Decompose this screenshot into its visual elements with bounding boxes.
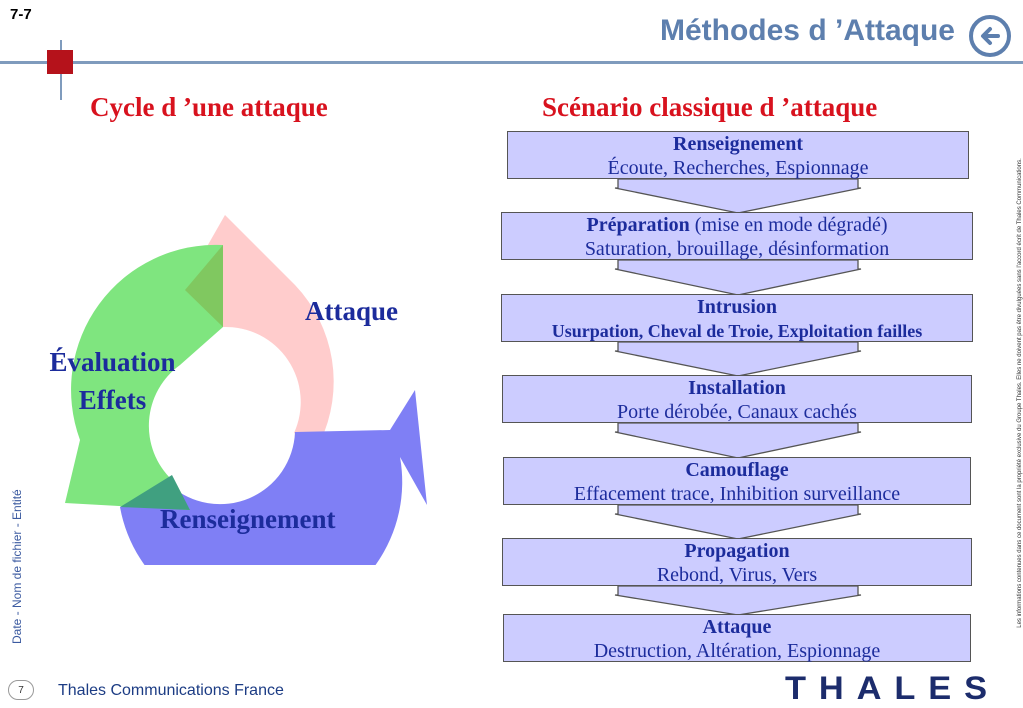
scenario-step-title-line: Renseignement xyxy=(508,133,968,157)
scenario-down-arrow xyxy=(614,422,862,459)
scenario-down-arrow xyxy=(614,259,862,296)
header-red-square xyxy=(47,50,73,74)
scenario-step-description: Usurpation, Cheval de Troie, Exploitatio… xyxy=(551,321,923,341)
header-rule xyxy=(0,61,1023,64)
scenario-step-title-line: Propagation xyxy=(503,540,971,564)
scenario-step-description: Rebond, Virus, Vers xyxy=(656,564,818,586)
scenario-step-description: Effacement trace, Inhibition surveillanc… xyxy=(573,483,901,505)
thales-logo: THALES xyxy=(785,672,1000,704)
scenario-step-title: Intrusion xyxy=(696,296,778,318)
side-legal-text: Les informations contenues dans ce docum… xyxy=(1017,158,1023,628)
cycle-arrow-evaluation xyxy=(65,244,223,510)
cycle-arrow-renseignement xyxy=(120,390,427,565)
scenario-step-description: Écoute, Recherches, Espionnage xyxy=(607,157,869,179)
page-number-badge: 7 xyxy=(8,680,34,700)
scenario-step: Préparation (mise en mode dégradé)Satura… xyxy=(501,212,973,260)
scenario-arrows xyxy=(614,178,862,616)
attack-cycle-diagram xyxy=(65,215,427,565)
cycle-heading: Cycle d ’une attaque xyxy=(90,92,328,122)
cycle-label-evaluation: Évaluation Effets xyxy=(30,343,195,419)
scenario-step-title: Préparation xyxy=(586,214,690,236)
scenario-step-title: Camouflage xyxy=(685,459,789,481)
side-date-text: Date - Nom de fichier - Entité xyxy=(10,489,24,644)
scenario-step-title-line: Préparation (mise en mode dégradé) xyxy=(502,214,972,238)
logo-text: THALES xyxy=(785,672,1000,704)
page-title: Méthodes d ’Attaque xyxy=(659,14,955,47)
slide-number: 7-7 xyxy=(10,6,32,23)
scenario-step-title-line: Attaque xyxy=(504,616,970,640)
scenario-step-title-line: Intrusion xyxy=(502,296,972,320)
scenario-step-title-suffix: (mise en mode dégradé) xyxy=(689,214,888,236)
cycle-label-evaluation-line1: Évaluation xyxy=(49,347,176,377)
scenario-step-description: Destruction, Altération, Espionnage xyxy=(593,640,881,662)
scenario-down-arrow xyxy=(614,341,862,377)
arrow-left-circle-icon xyxy=(969,15,1011,57)
scenario-down-arrow xyxy=(614,504,862,540)
scenario-step-title: Propagation xyxy=(684,540,790,562)
scenario-step-title-line: Camouflage xyxy=(504,459,970,483)
scenario-heading: Scénario classique d ’attaque xyxy=(542,92,878,122)
scenario-down-arrow xyxy=(614,178,862,214)
company-name: Thales Communications France xyxy=(58,682,284,699)
scenario-step-title: Installation xyxy=(688,377,786,399)
cycle-label-attaque: Attaque xyxy=(305,296,398,326)
cycle-overlap-teal xyxy=(120,475,190,510)
back-button[interactable] xyxy=(968,14,1012,58)
scenario-step-title: Attaque xyxy=(702,616,772,638)
scenario-step-description: Saturation, brouillage, désinformation xyxy=(584,238,890,260)
cycle-label-renseignement: Renseignement xyxy=(160,504,336,534)
cycle-label-evaluation-line2: Effets xyxy=(78,385,147,415)
cycle-overlap-green xyxy=(185,245,223,327)
scenario-step-description: Porte dérobée, Canaux cachés xyxy=(617,401,857,423)
scenario-step-title: Renseignement xyxy=(673,133,803,155)
scenario-down-arrow xyxy=(614,585,862,616)
scenario-step-title-line: Installation xyxy=(503,377,971,401)
